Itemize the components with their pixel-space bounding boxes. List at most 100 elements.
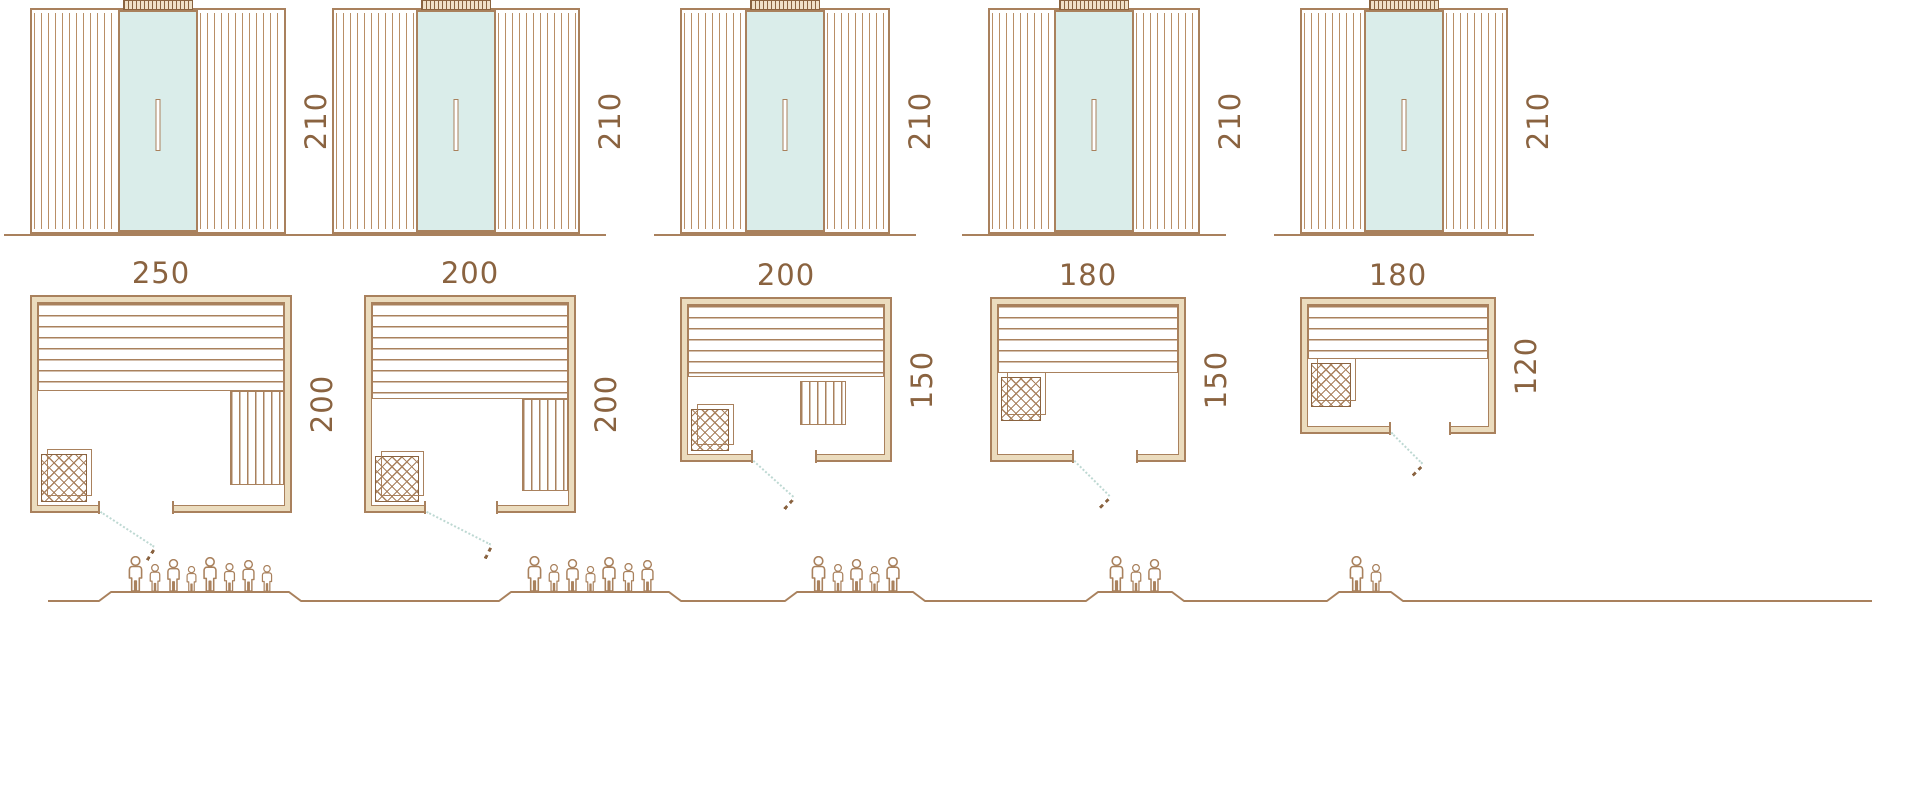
heater-icon bbox=[1311, 358, 1356, 407]
person-icon bbox=[242, 560, 255, 592]
floor-line bbox=[962, 234, 1226, 236]
person-icon bbox=[849, 559, 863, 592]
wall-slats-right bbox=[1446, 13, 1504, 229]
door-opening bbox=[98, 501, 174, 514]
glass-door bbox=[1364, 10, 1444, 232]
door-swing-line bbox=[1073, 460, 1111, 497]
floor-plan-3: 200 150 bbox=[680, 259, 939, 498]
plan-interior bbox=[1307, 304, 1489, 427]
person-icon bbox=[527, 556, 541, 592]
floor-line bbox=[654, 234, 916, 236]
roof-vent-icon bbox=[1369, 0, 1439, 10]
wall-slats-left bbox=[34, 13, 116, 229]
glass-door bbox=[1054, 10, 1134, 232]
bench-side bbox=[230, 391, 284, 485]
wall-slats-left bbox=[992, 13, 1052, 229]
wall-slats-left bbox=[1304, 13, 1362, 229]
person-icon bbox=[585, 566, 595, 592]
door-swing-line bbox=[426, 511, 492, 546]
depth-dim-label: 200 bbox=[589, 374, 623, 434]
person-icon bbox=[640, 560, 654, 592]
plan-walls bbox=[680, 297, 892, 498]
capacity-figures-4 bbox=[1098, 552, 1172, 592]
glass-door bbox=[118, 10, 198, 232]
ground-line bbox=[0, 556, 1920, 616]
elevation-view-5: 210 bbox=[1274, 0, 1555, 236]
person-icon bbox=[601, 557, 616, 592]
capacity-figures-3 bbox=[797, 552, 913, 592]
person-icon bbox=[548, 564, 559, 592]
wall-slats-left bbox=[684, 13, 743, 229]
height-dim-label: 210 bbox=[299, 91, 333, 151]
person-icon bbox=[811, 556, 825, 592]
plan-walls bbox=[990, 297, 1186, 497]
depth-dim-label: 120 bbox=[1509, 336, 1543, 395]
door-handle-icon bbox=[782, 99, 788, 152]
floor-plan-5: 180 120 bbox=[1300, 259, 1543, 465]
width-dim-label: 180 bbox=[1368, 258, 1428, 292]
person-icon bbox=[1130, 564, 1142, 592]
sauna-front-2 bbox=[332, 0, 580, 234]
person-icon bbox=[869, 566, 879, 592]
bench-top bbox=[372, 303, 568, 399]
sauna-front-3 bbox=[680, 0, 890, 234]
width-dim-label: 180 bbox=[1058, 258, 1118, 292]
height-dim-label: 210 bbox=[1521, 91, 1555, 151]
capacity-figures-1 bbox=[111, 552, 289, 592]
bench-side bbox=[522, 399, 568, 491]
person-icon bbox=[186, 566, 197, 592]
door-opening bbox=[1072, 450, 1138, 463]
bench-top bbox=[688, 305, 884, 377]
person-icon bbox=[885, 557, 900, 592]
sauna-front-4 bbox=[988, 0, 1200, 234]
heater-icon bbox=[1001, 372, 1046, 421]
roof-vent-icon bbox=[421, 0, 491, 10]
heater-icon bbox=[691, 404, 734, 451]
elevation-view-1: 210 bbox=[4, 0, 333, 236]
plan-walls bbox=[1300, 297, 1496, 465]
floor-plan-4: 180 150 bbox=[990, 259, 1233, 497]
door-handle-icon bbox=[1401, 99, 1407, 152]
height-dim-label: 210 bbox=[903, 91, 937, 151]
plan-walls bbox=[30, 295, 292, 548]
person-icon bbox=[223, 563, 236, 592]
depth-dim-label: 150 bbox=[905, 350, 939, 409]
wall-slats-right bbox=[1136, 13, 1196, 229]
bench-top bbox=[38, 303, 284, 391]
roof-vent-icon bbox=[1059, 0, 1129, 10]
person-icon bbox=[565, 559, 579, 592]
depth-dim-label: 150 bbox=[1199, 350, 1233, 409]
roof-vent-icon bbox=[123, 0, 193, 10]
floor-line bbox=[306, 234, 606, 236]
door-handle-icon bbox=[453, 99, 459, 152]
bench-top bbox=[1308, 305, 1488, 359]
plan-walls bbox=[364, 295, 576, 546]
glass-door bbox=[416, 10, 496, 232]
door-opening bbox=[1389, 422, 1451, 435]
capacity-figures-2 bbox=[511, 552, 669, 592]
floor-plan-1: 250 200 bbox=[30, 257, 339, 548]
person-icon bbox=[1349, 556, 1364, 592]
wall-slats-left bbox=[336, 13, 414, 229]
height-dim-label: 210 bbox=[593, 91, 627, 151]
sauna-front-5 bbox=[1300, 0, 1508, 234]
person-icon bbox=[167, 559, 180, 592]
plan-interior bbox=[687, 304, 885, 455]
wall-slats-right bbox=[200, 13, 282, 229]
door-opening bbox=[424, 501, 498, 514]
person-icon bbox=[149, 564, 161, 592]
person-icon bbox=[203, 557, 217, 592]
person-icon bbox=[1109, 556, 1124, 592]
elevation-view-2: 210 bbox=[306, 0, 627, 236]
elevation-view-3: 210 bbox=[654, 0, 937, 236]
plan-interior bbox=[37, 302, 285, 506]
door-opening bbox=[751, 450, 817, 463]
wall-slats-right bbox=[498, 13, 576, 229]
door-swing-line bbox=[99, 511, 155, 548]
bench-top bbox=[998, 305, 1178, 373]
plan-interior bbox=[371, 302, 569, 506]
height-dim-label: 210 bbox=[1213, 91, 1247, 151]
bench-step bbox=[800, 381, 846, 425]
depth-dim-label: 200 bbox=[305, 374, 339, 434]
width-dim-label: 200 bbox=[440, 256, 500, 290]
